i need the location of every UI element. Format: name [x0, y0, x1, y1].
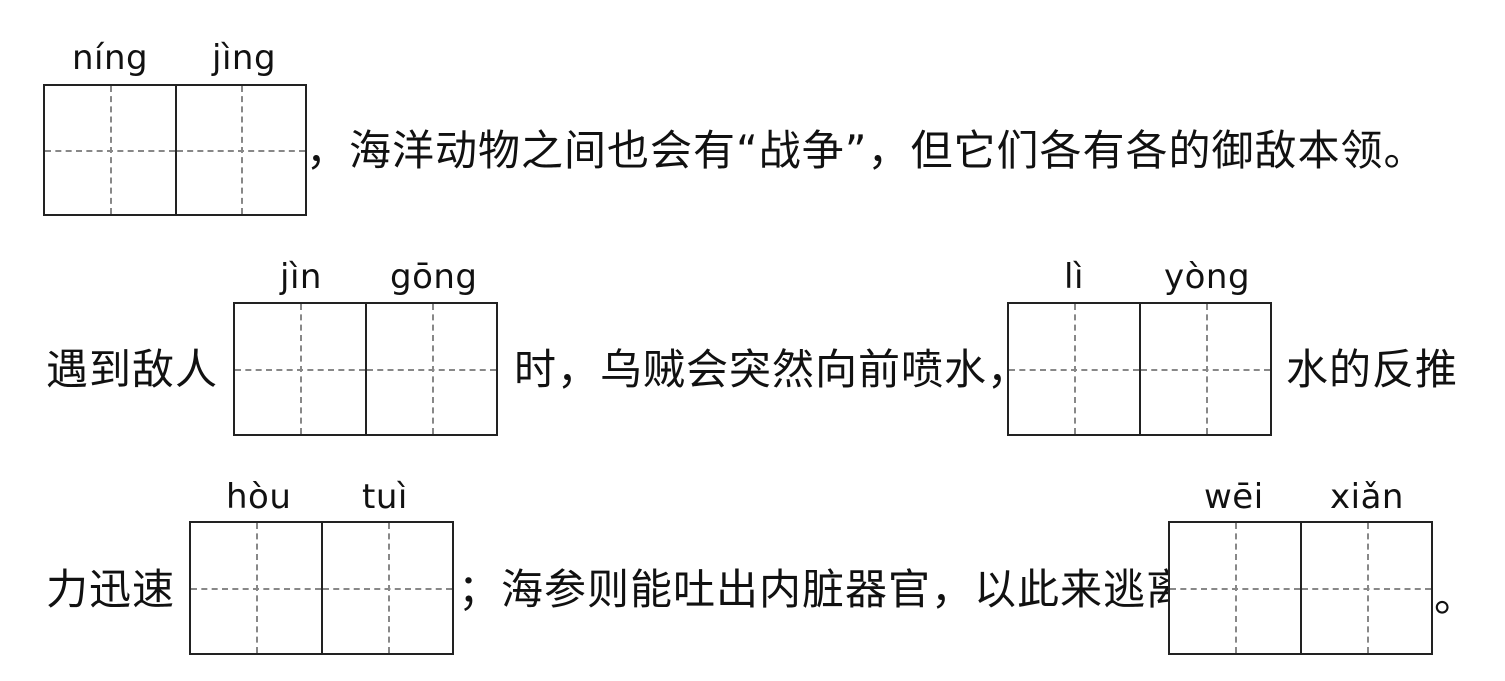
- pinyin-wei: wēi: [1204, 477, 1264, 517]
- pinyin-li: lì: [1064, 257, 1084, 297]
- answer-grid-houtui[interactable]: [189, 521, 454, 655]
- answer-grid-liyong[interactable]: [1007, 302, 1272, 436]
- pinyin-tui: tuì: [362, 477, 408, 517]
- sentence-line-2-suffix: 水的反推: [1286, 345, 1459, 394]
- sentence-line-3-middle: ；海参则能吐出内脏器官，以此来逃离: [458, 565, 1190, 614]
- answer-grid-weixian[interactable]: [1168, 521, 1433, 655]
- pinyin-jin: jìn: [280, 257, 322, 297]
- answer-cell[interactable]: [235, 304, 367, 434]
- pinyin-yong: yòng: [1164, 257, 1251, 297]
- sentence-line-2-middle: 时，乌贼会突然向前喷水，: [514, 345, 1031, 394]
- answer-cell[interactable]: [1170, 523, 1302, 653]
- sentence-line-3-suffix: 。: [1434, 572, 1478, 621]
- sentence-line-3-prefix: 力迅速: [46, 565, 176, 614]
- answer-cell[interactable]: [1009, 304, 1141, 434]
- answer-cell[interactable]: [1141, 304, 1270, 434]
- pinyin-ning: níng: [72, 38, 149, 78]
- answer-cell[interactable]: [191, 523, 323, 653]
- answer-cell[interactable]: [1302, 523, 1431, 653]
- sentence-line-1: ，海洋动物之间也会有“战争”，但它们各有各的御敌本领。: [306, 126, 1427, 175]
- answer-cell[interactable]: [323, 523, 452, 653]
- pinyin-xian: xiǎn: [1330, 477, 1404, 517]
- pinyin-hou: hòu: [226, 477, 292, 517]
- answer-grid-ningjing[interactable]: [43, 84, 307, 216]
- pinyin-gong: gōng: [390, 257, 478, 297]
- answer-cell[interactable]: [177, 86, 305, 214]
- answer-cell[interactable]: [45, 86, 177, 214]
- pinyin-jing: jìng: [212, 38, 277, 78]
- answer-grid-jingong[interactable]: [233, 302, 498, 436]
- sentence-line-2-prefix: 遇到敌人: [46, 345, 219, 394]
- answer-cell[interactable]: [367, 304, 496, 434]
